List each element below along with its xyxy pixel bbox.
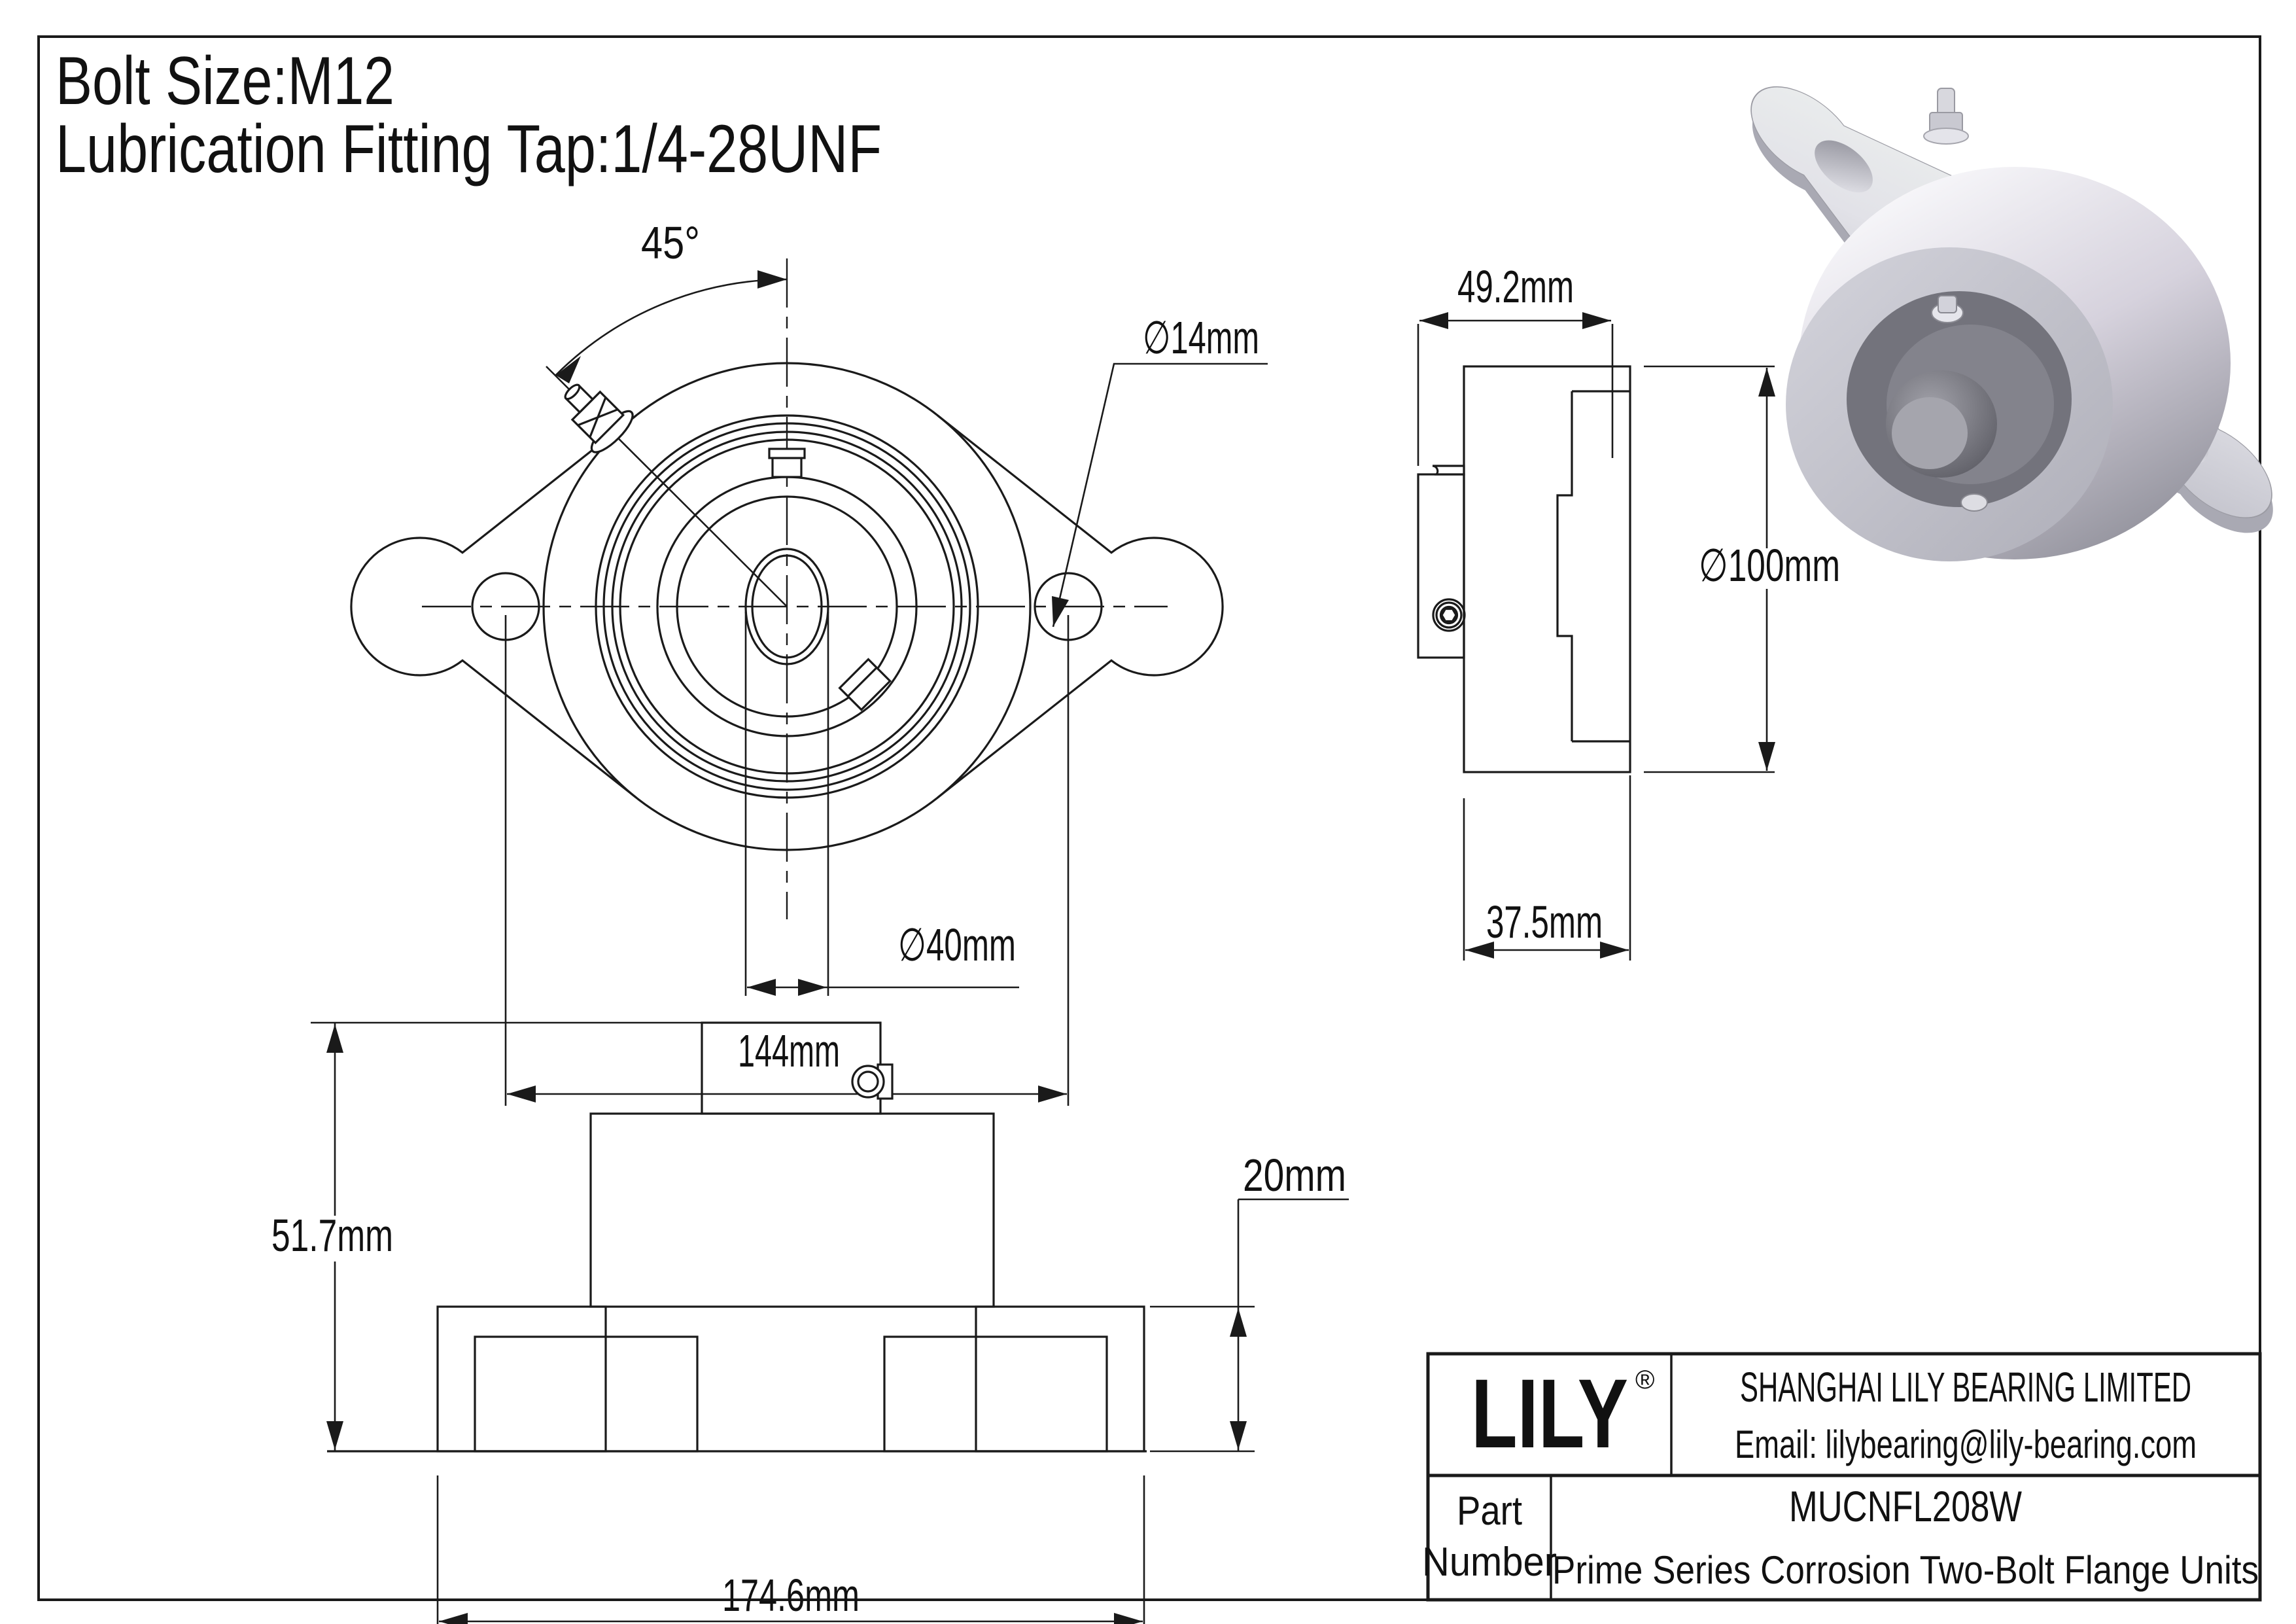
dia100-arrow-top	[1758, 368, 1775, 397]
width-arrow-right	[1582, 312, 1611, 329]
grease-fitting-tip	[564, 383, 581, 400]
bore-outer-ellipse	[744, 548, 829, 665]
render-set-screw-bottom	[1960, 493, 1988, 512]
bore-inner-ellipse	[751, 554, 823, 659]
side-body	[1463, 365, 1631, 773]
bottom-foot-left	[436, 1305, 607, 1453]
bore-dia-label: ∅40mm	[898, 919, 1016, 970]
height-arrow-top	[326, 1024, 343, 1053]
grease-fitting-facet-2	[589, 397, 607, 438]
set-screw-tab	[838, 658, 892, 711]
bore-arrow-right	[798, 979, 827, 996]
keyway-slot	[771, 457, 803, 478]
total-width-label: 174.6mm	[722, 1570, 860, 1621]
height-arrow-bottom	[326, 1421, 343, 1450]
grease-fitting	[564, 383, 634, 453]
bore-arrow-left	[747, 979, 776, 996]
side-set-screw-outer	[1432, 598, 1466, 632]
base-arrow-left	[1465, 942, 1494, 959]
angle-arrow-bottom	[555, 356, 581, 383]
render-grease-fitting	[1923, 88, 1969, 145]
inner-race-circle	[676, 495, 898, 718]
bottom-foot-right	[975, 1305, 1145, 1453]
angle-dim-arc	[555, 278, 788, 376]
render-fitting-base	[1923, 128, 1969, 145]
render-3d	[1750, 86, 2273, 561]
dia100-arrow-bottom	[1758, 742, 1775, 771]
part-label-line2: Number	[1422, 1540, 1557, 1585]
render-bore-wall	[1892, 397, 1968, 469]
bolt-hole-dia-leader	[1052, 362, 1268, 627]
bolt-hole-dia-label: ∅14mm	[1143, 312, 1259, 363]
set-screw-tab-line	[847, 667, 878, 697]
render-bolt-hole-upper	[1815, 140, 1873, 193]
housing-ring-circle-1	[595, 414, 979, 799]
page-border	[37, 35, 2261, 1601]
spacing-arrow-right	[1038, 1086, 1067, 1103]
total-arrow-right	[1114, 1613, 1143, 1624]
housing-ring-circle-2	[602, 422, 971, 791]
flange-thickness-label: 20mm	[1243, 1150, 1346, 1201]
seal-ring-circle-2	[619, 438, 955, 775]
height-label: 51.7mm	[271, 1210, 393, 1261]
part-number-value: MUCNFL208W	[1789, 1482, 2023, 1530]
company-name: SHANGHAI LILY BEARING LIMITED	[1740, 1364, 2191, 1411]
bolt-hole-dia-arrow	[1052, 596, 1069, 627]
width-arrow-left	[1419, 312, 1448, 329]
angle-arrow-top	[757, 270, 787, 289]
render-set-screw-top-body	[1938, 295, 1957, 313]
housing-outer-circle	[542, 362, 1032, 851]
front-view: 45° ∅14mm ∅40mm 144mm	[350, 217, 1268, 1106]
flange-outline-right	[937, 414, 1224, 799]
bottom-housing	[589, 1112, 995, 1308]
side-set-screw-mid	[1435, 601, 1463, 629]
bottom-screw-inner	[857, 1070, 879, 1093]
side-flange-step	[1556, 391, 1573, 741]
registered-mark: ®	[1635, 1366, 1654, 1394]
company-email: Email: lilybearing@lily-bearing.com	[1735, 1422, 2197, 1466]
flange-outline-left	[350, 414, 637, 799]
base-width-label: 37.5mm	[1486, 896, 1603, 947]
lily-logo: LILY	[1471, 1358, 1628, 1468]
bottom-screw-outer	[851, 1065, 885, 1099]
side-collar-cap	[1432, 465, 1465, 476]
part-label-line1: Part	[1457, 1489, 1522, 1534]
header: Bolt Size:M12 Lubrication Fitting Tap:1/…	[56, 43, 882, 187]
angle-dim-label: 45°	[641, 217, 700, 268]
series-description: Prime Series Corrosion Two-Bolt Flange U…	[1552, 1548, 2259, 1592]
bolt-spacing-label: 144mm	[738, 1025, 840, 1076]
total-arrow-left	[439, 1613, 468, 1624]
keyway-cap	[768, 448, 806, 459]
side-set-screw-hex	[1440, 607, 1457, 623]
set-screw-tab-group	[838, 658, 892, 711]
header-lubrication-tap: Lubrication Fitting Tap:1/4-28UNF	[56, 111, 882, 187]
side-width-label: 49.2mm	[1457, 261, 1574, 312]
base-arrow-right	[1600, 942, 1629, 959]
bottom-pad-right	[883, 1335, 1108, 1453]
side-collar	[1417, 473, 1465, 659]
thickness-arrow-bottom	[1230, 1421, 1247, 1450]
side-view: 49.2mm ∅100mm 37.5mm	[1417, 261, 1840, 961]
thickness-arrow-top	[1230, 1308, 1247, 1337]
bottom-pad-left	[474, 1335, 699, 1453]
header-bolt-size: Bolt Size:M12	[56, 43, 394, 119]
seal-ring-circle-1	[611, 431, 963, 783]
housing-dia-label: ∅100mm	[1699, 540, 1840, 591]
bottom-view: 51.7mm 20mm 174.6mm	[271, 1021, 1349, 1624]
spacing-arrow-left	[507, 1086, 536, 1103]
title-block: LILY ® SHANGHAI LILY BEARING LIMITED Ema…	[1422, 1352, 2262, 1602]
